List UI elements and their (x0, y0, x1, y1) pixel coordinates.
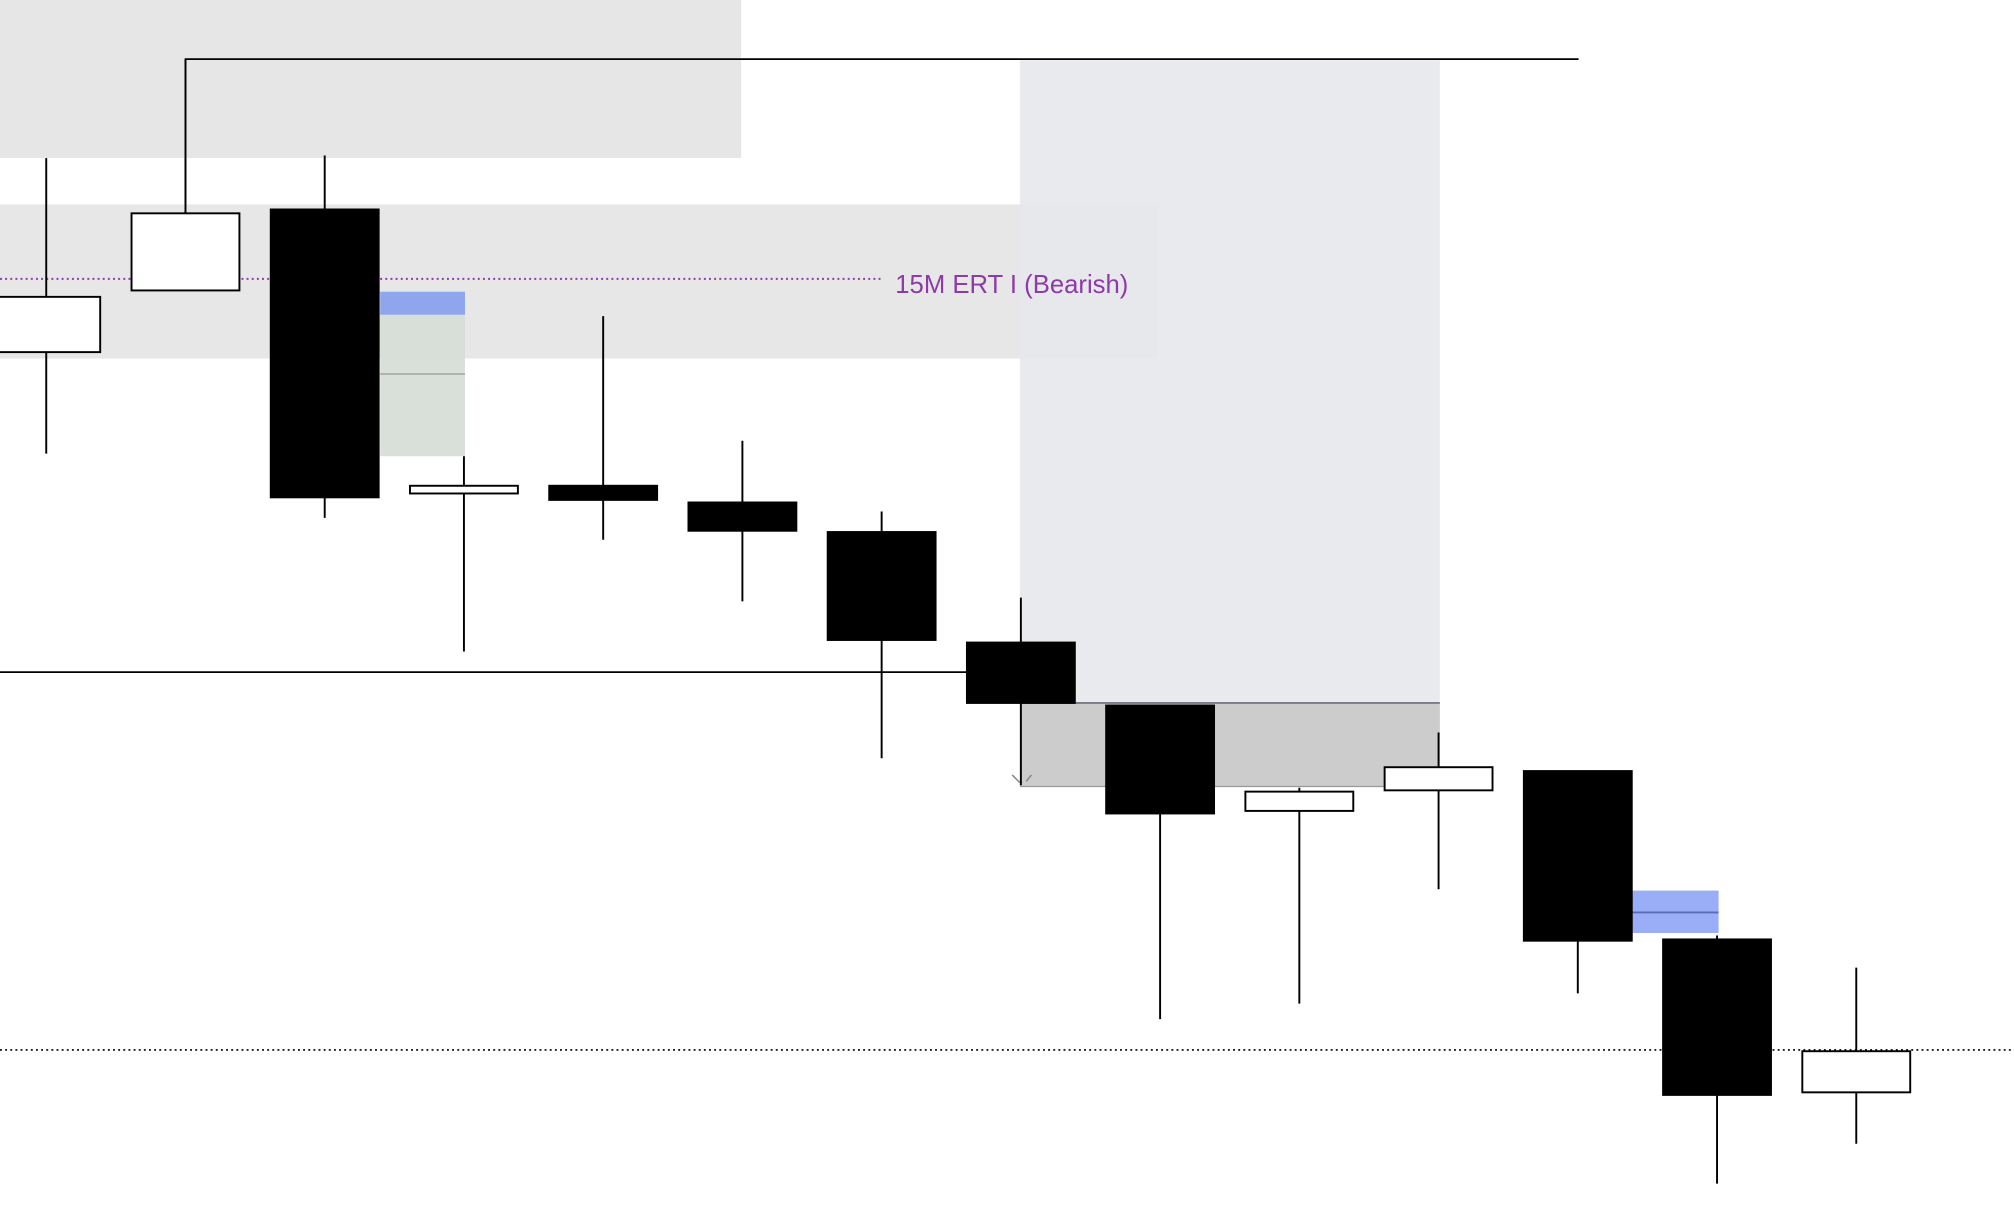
bullish-candle-body (409, 484, 519, 495)
bearish-candle-body (687, 501, 798, 532)
bullish-candle-body (0, 295, 102, 354)
ert-label: 15M ERT I (Bearish) (895, 271, 1128, 299)
bullish-candle-body (1244, 790, 1355, 812)
bearish-candle-body (1105, 704, 1216, 815)
bearish-candle-body (1522, 770, 1633, 942)
bullish-candle-body (1801, 1050, 1912, 1094)
fvg-1-body (380, 314, 465, 457)
bullish-candle-body (1383, 766, 1494, 792)
zones-layer (0, 0, 1719, 933)
bullish-candle-body (130, 212, 241, 292)
bearish-candle-body (269, 208, 380, 499)
candles-layer (0, 59, 1912, 1184)
premium-box (1019, 60, 1440, 703)
check-mark-icon (1011, 774, 1033, 784)
bearish-candle-body (1662, 938, 1772, 1096)
discount-box (1019, 702, 1440, 787)
bearish-candle-body (965, 641, 1076, 704)
upper-range-zone (0, 0, 742, 159)
bearish-candle-body (548, 484, 659, 501)
bearish-candle-body (826, 531, 937, 641)
fvg-1-gap (380, 291, 465, 315)
